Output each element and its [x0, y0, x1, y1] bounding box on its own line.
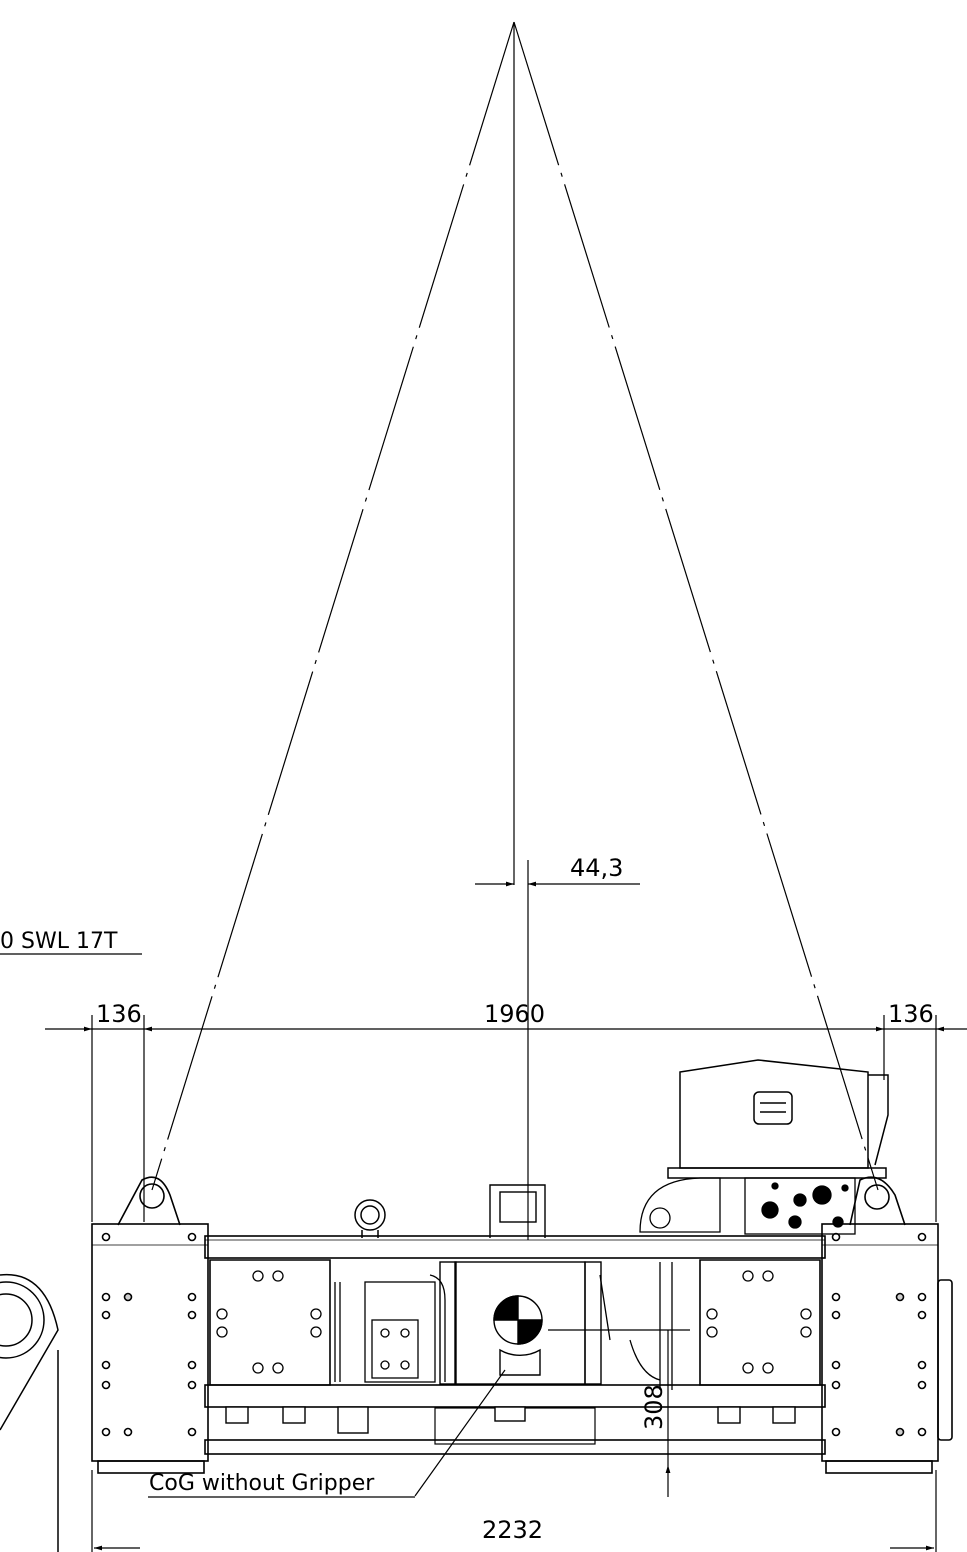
left-end-plate [91, 1176, 209, 1474]
dim-cog-offset: 44,3 [570, 854, 623, 882]
dim-overall-width: 2232 [482, 1516, 543, 1544]
right-manifold [599, 1177, 856, 1390]
power-unit-housing [667, 1059, 889, 1179]
sling-line-left [151, 21, 515, 1191]
lower-clamps [225, 1406, 796, 1434]
detail-view-partial [0, 1273, 59, 1552]
top-dimension-chain [45, 1015, 967, 1222]
center-cylinder-assembly [439, 1184, 602, 1385]
overall-width-dimension [91, 1470, 937, 1552]
dim-center-span: 1960 [484, 1000, 545, 1028]
dim-cog-height: 308 [640, 1384, 668, 1430]
center-eye-bolt [354, 1199, 386, 1238]
gripper-frame [204, 1235, 826, 1455]
cog-label: CoG without Gripper [149, 1471, 375, 1496]
dim-left-offset: 136 [96, 1000, 142, 1028]
dim-right-offset: 136 [888, 1000, 934, 1028]
sling-lines [151, 21, 879, 1191]
cog-height-dimension [548, 1329, 690, 1497]
cog-leader [148, 1369, 506, 1498]
plate-bolts [216, 1270, 812, 1374]
left-valve-block [334, 1274, 446, 1383]
cog-offset-dimension [475, 860, 640, 1240]
swl-label: 0 SWL 17T [0, 929, 118, 954]
sling-line-right [513, 21, 879, 1191]
